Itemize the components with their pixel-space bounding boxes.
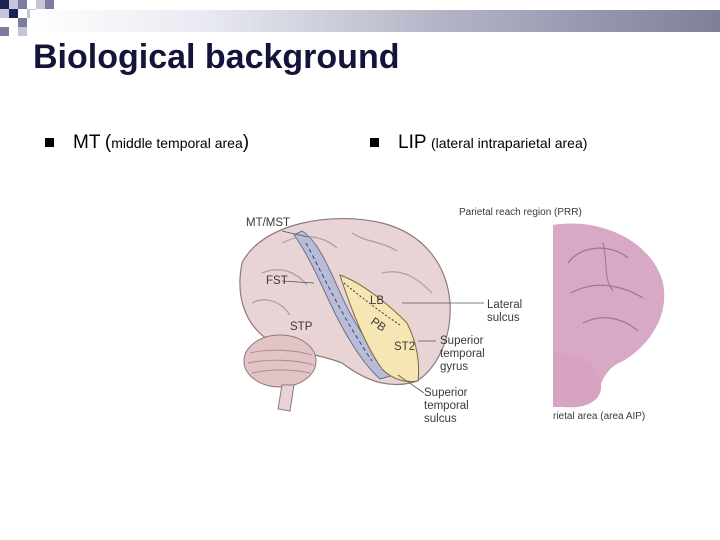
bullet-lip-abbr: LIP bbox=[398, 132, 427, 153]
aip-label: rietal area (area AIP) bbox=[553, 411, 646, 422]
st2-label: ST2 bbox=[394, 341, 416, 353]
fst-label: FST bbox=[266, 275, 288, 287]
lb-label: LB bbox=[370, 295, 385, 307]
stp-label: STP bbox=[290, 321, 313, 333]
bullet-square-icon bbox=[370, 138, 379, 147]
bullet-mt-close-paren: ) bbox=[242, 132, 250, 153]
prr-label: Parietal reach region (PRR) bbox=[459, 207, 582, 218]
temporal-brain-figure: MT/MST FST STP LB PB ST2 Lateral sulcus … bbox=[222, 203, 552, 433]
superior-temporal-sulcus-label: Superior temporal sulcus bbox=[424, 387, 469, 425]
bullet-lip-desc: (lateral intraparietal area) bbox=[430, 135, 588, 151]
pink-brain-illustration bbox=[553, 223, 665, 408]
title-gradient-bar bbox=[30, 10, 720, 32]
brain-illustration bbox=[222, 203, 484, 433]
parietal-brain-figure: Parietal reach region (PRR) rietal area … bbox=[453, 203, 675, 433]
bullet-mt-open-paren: ( bbox=[104, 132, 112, 153]
superior-temporal-gyrus-label: Superior temporal gyrus bbox=[440, 335, 485, 373]
bullet-mt-abbr: MT bbox=[73, 132, 101, 153]
bullet-square-icon bbox=[45, 138, 54, 147]
bullet-mt-desc: middle temporal area bbox=[111, 135, 243, 151]
lateral-sulcus-label: Lateral sulcus bbox=[487, 299, 523, 324]
mt-mst-label: MT/MST bbox=[246, 217, 291, 229]
slide-title: Biological background bbox=[33, 38, 400, 76]
